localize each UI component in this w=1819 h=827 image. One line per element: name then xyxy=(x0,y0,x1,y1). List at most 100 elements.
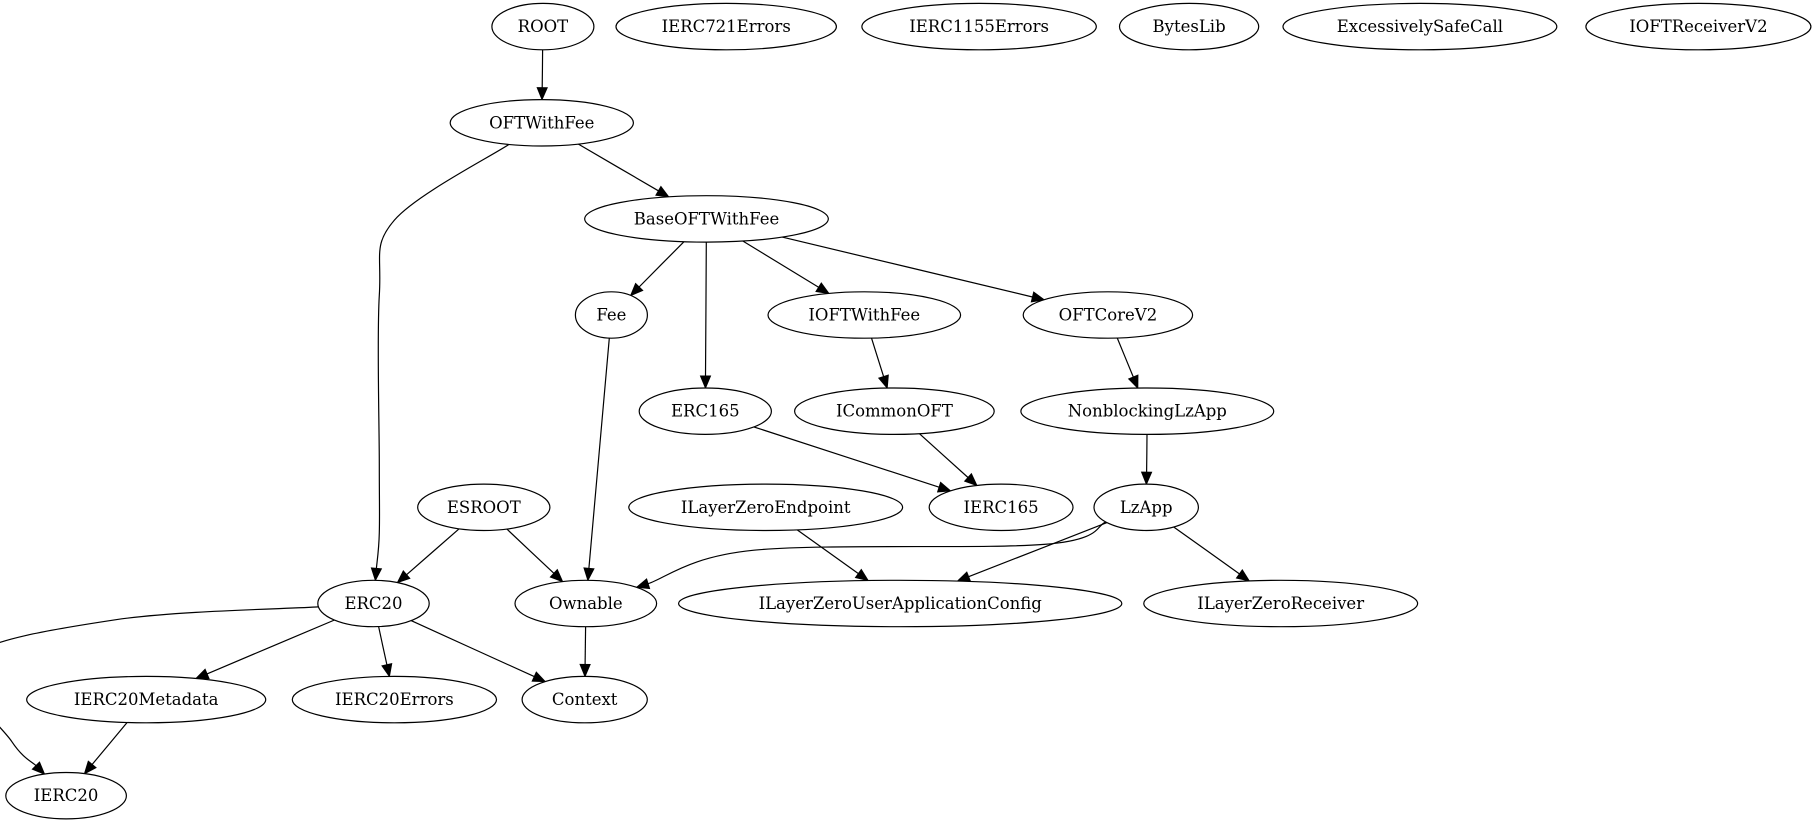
node-esroot: ESROOT xyxy=(417,483,551,532)
edge-line xyxy=(577,143,659,192)
node-ellipse xyxy=(638,387,773,436)
edge-line xyxy=(782,236,1033,298)
node-ellipse xyxy=(1022,291,1194,339)
node-ellipse xyxy=(417,483,551,532)
node-ierc1155errors: IERC1155Errors xyxy=(861,2,1097,51)
edge-line xyxy=(406,528,460,576)
arrowhead xyxy=(381,663,393,678)
node-ellipse xyxy=(1282,2,1558,51)
node-ellipse xyxy=(861,2,1097,51)
arrowhead xyxy=(635,578,651,590)
node-label: LzApp xyxy=(1120,498,1173,517)
arrowhead xyxy=(963,472,978,487)
node-root: ROOT xyxy=(491,2,595,51)
node-ellipse xyxy=(1093,483,1200,532)
edge-line xyxy=(1173,526,1240,575)
edge-oftwithfee-to-erc20 xyxy=(370,143,510,582)
node-ellipse xyxy=(291,675,498,724)
edge-erc20-to-ierc20 xyxy=(0,606,319,776)
edge-line xyxy=(1116,337,1134,378)
edge-nonblockinglzapp-to-lzapp xyxy=(1140,434,1153,486)
arrowhead xyxy=(579,663,591,678)
node-erc165: ERC165 xyxy=(638,387,773,436)
node-label: Fee xyxy=(596,306,626,325)
edge-ioftwithfee-to-icommonoft xyxy=(870,337,889,390)
node-ellipse xyxy=(767,291,962,339)
node-ellipse xyxy=(1020,387,1275,436)
node-label: OFTCoreV2 xyxy=(1059,306,1158,325)
node-ellipse xyxy=(5,771,127,820)
node-ierc721errors: IERC721Errors xyxy=(615,2,837,51)
node-ownable: Ownable xyxy=(514,579,658,628)
node-ierc20metadata: IERC20Metadata xyxy=(26,675,267,724)
edge-icommonoft-to-ierc165 xyxy=(918,433,978,487)
node-label: ExcessivelySafeCall xyxy=(1337,17,1503,36)
node-label: IERC20Metadata xyxy=(74,690,219,709)
edge-line xyxy=(506,528,555,574)
edge-oftwithfee-to-baseoftwithfee xyxy=(577,143,670,198)
arrowhead xyxy=(531,671,547,683)
node-oftwithfee: OFTWithFee xyxy=(449,99,634,147)
arrowhead xyxy=(1127,374,1139,390)
edge-erc20-to-context xyxy=(410,620,547,683)
node-ellipse xyxy=(1585,2,1812,51)
node-label: IERC165 xyxy=(964,498,1039,517)
node-label: BaseOFTWithFee xyxy=(634,209,779,228)
edge-line xyxy=(584,626,587,665)
node-label: Ownable xyxy=(549,594,623,613)
edge-erc20-to-ierc20errors xyxy=(378,626,393,678)
edge-line xyxy=(206,619,335,675)
node-label: NonblockingLzApp xyxy=(1068,402,1227,421)
node-label: ILayerZeroUserApplicationConfig xyxy=(759,594,1043,613)
node-ierc20errors: IERC20Errors xyxy=(291,675,498,724)
node-label: OFTWithFee xyxy=(489,113,594,132)
arrowhead xyxy=(1030,291,1046,303)
node-label: ERC165 xyxy=(671,402,740,421)
node-label: ERC20 xyxy=(344,594,402,613)
node-ellipse xyxy=(317,579,430,628)
edge-erc20-to-ierc20metadata xyxy=(194,619,335,679)
node-label: IOFTReceiverV2 xyxy=(1629,17,1767,36)
node-byteslib: BytesLib xyxy=(1118,2,1260,51)
node-ellipse xyxy=(584,195,829,243)
node-label: IERC20 xyxy=(34,786,99,805)
edge-esroot-to-erc20 xyxy=(396,528,460,584)
node-ellipse xyxy=(1143,579,1419,628)
node-ellipse xyxy=(521,675,648,724)
edge-oftcorev2-to-nonblockinglzapp xyxy=(1116,337,1139,390)
arrowhead xyxy=(1140,471,1153,486)
edge-baseoftwithfee-to-erc165 xyxy=(699,242,712,390)
edges-layer xyxy=(0,49,1251,776)
edge-line xyxy=(742,240,819,288)
node-ellipse xyxy=(574,291,649,339)
node-ilayerzerouserapplicationconfig: ILayerZeroUserApplicationConfig xyxy=(677,579,1123,628)
arrowhead xyxy=(31,761,46,776)
arrowhead xyxy=(936,481,952,493)
node-label: IERC1155Errors xyxy=(909,17,1049,36)
edge-line xyxy=(588,338,610,569)
node-ellipse xyxy=(514,579,658,628)
node-label: IERC20Errors xyxy=(335,690,454,709)
edge-line xyxy=(91,722,128,765)
arrowhead xyxy=(194,668,210,679)
node-icommonoft: ICommonOFT xyxy=(794,387,995,436)
edge-esroot-to-ownable xyxy=(506,528,564,583)
edge-lzapp-to-ilayerzerouserapplicationconfig xyxy=(956,522,1108,582)
edge-erc165-to-ierc165 xyxy=(753,426,952,493)
edge-lzapp-to-ilayerzeroreceiver xyxy=(1173,526,1251,582)
edge-fee-to-ownable xyxy=(583,338,610,582)
edge-line xyxy=(796,529,859,575)
edge-baseoftwithfee-to-ioftwithfee xyxy=(742,240,831,295)
arrowhead xyxy=(655,185,670,198)
node-lzapp: LzApp xyxy=(1093,483,1200,532)
node-baseoftwithfee: BaseOFTWithFee xyxy=(584,195,829,243)
arrowhead xyxy=(370,567,383,582)
node-ellipse xyxy=(449,99,634,147)
arrowhead xyxy=(396,570,411,584)
arrowhead xyxy=(699,375,712,390)
arrowhead xyxy=(83,760,97,775)
edge-ierc20metadata-to-ierc20 xyxy=(83,722,128,775)
arrowhead xyxy=(877,374,889,390)
node-label: ILayerZeroReceiver xyxy=(1197,594,1364,613)
